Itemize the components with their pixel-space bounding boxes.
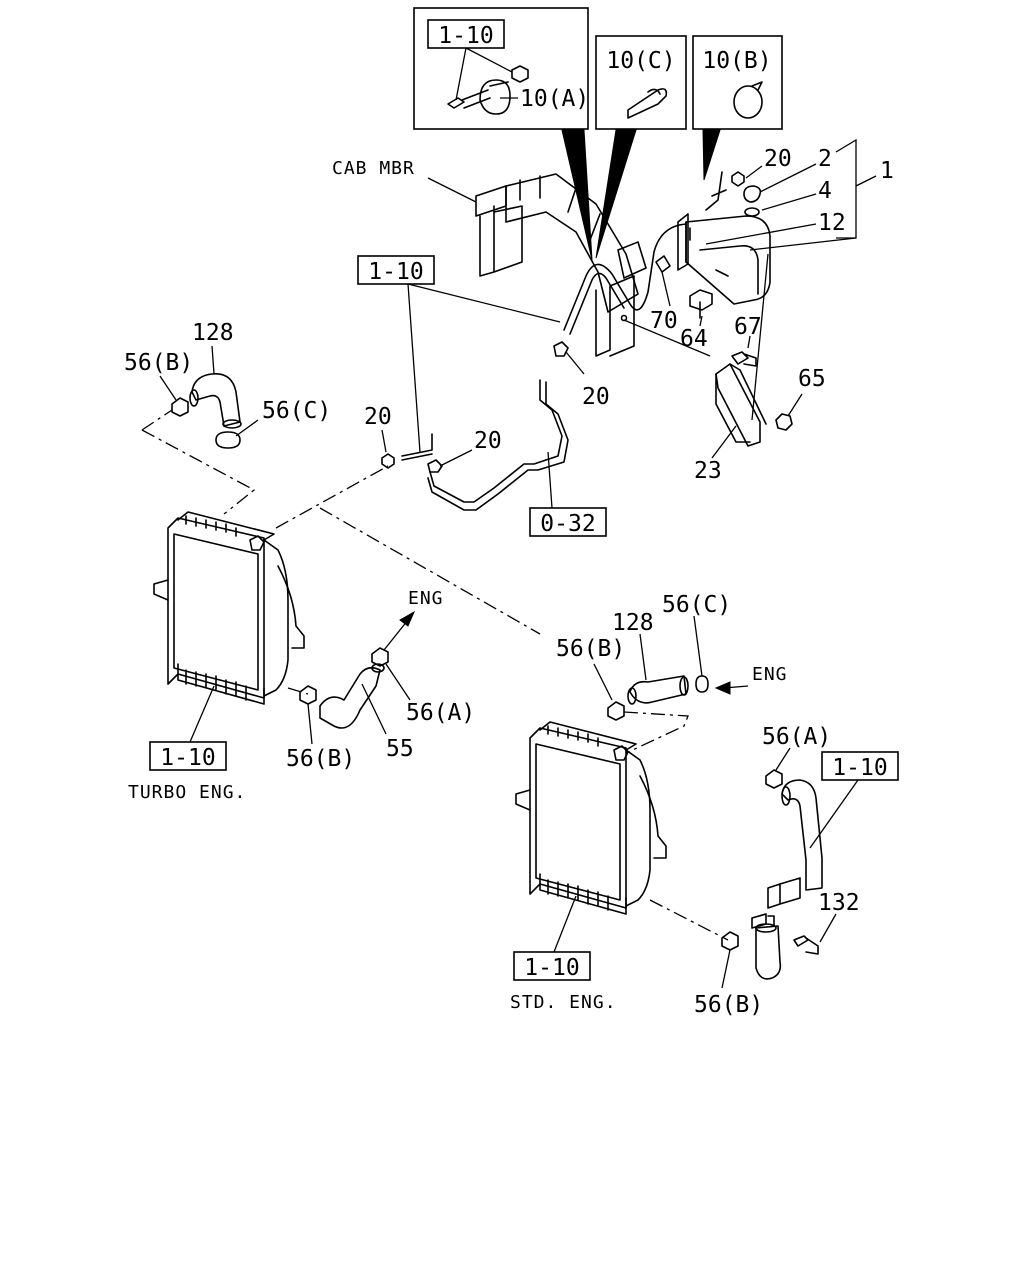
label-70: 70 bbox=[650, 308, 678, 334]
ref-label-turbo: 1-10 bbox=[160, 745, 215, 771]
std-upper-hose: 128 56(C) ENG 56(B) bbox=[556, 592, 788, 755]
label-67: 67 bbox=[734, 314, 762, 340]
label-turbo-eng: TURBO ENG. bbox=[128, 782, 246, 803]
label-clip-a: 10(A) bbox=[520, 86, 589, 112]
label-cab-mbr: CAB MBR bbox=[332, 158, 415, 179]
label-12: 12 bbox=[818, 210, 846, 236]
label-clip-b: 10(B) bbox=[702, 48, 771, 74]
label-eng-turbo: ENG bbox=[408, 588, 444, 609]
reservoir-tank bbox=[677, 171, 771, 305]
upper-hose-assembly: 1-10 20 20 20 0-32 bbox=[357, 255, 610, 537]
ref-label-inset: 1-10 bbox=[438, 23, 493, 49]
cab-member-bracket: CAB MBR bbox=[332, 158, 647, 357]
label-55: 55 bbox=[386, 736, 414, 762]
label-56b-bottom: 56(B) bbox=[694, 992, 763, 1018]
ref-label-upper: 1-10 bbox=[368, 259, 423, 285]
label-1: 1 bbox=[880, 158, 894, 184]
label-20-mid: 20 bbox=[582, 384, 610, 410]
label-132: 132 bbox=[818, 890, 860, 916]
ref-label-std: 1-10 bbox=[524, 955, 579, 981]
label-std-eng: STD. ENG. bbox=[510, 992, 617, 1013]
label-eng-std: ENG bbox=[752, 664, 788, 685]
label-64: 64 bbox=[680, 326, 708, 352]
label-128-right: 128 bbox=[612, 610, 654, 636]
label-56c-right: 56(C) bbox=[662, 592, 731, 618]
inset-panel-clip-a: 1-10 10(A) bbox=[413, 7, 593, 261]
label-2: 2 bbox=[818, 146, 832, 172]
ref-label-0-32: 0-32 bbox=[540, 511, 595, 537]
label-65: 65 bbox=[798, 366, 826, 392]
label-56a-right: 56(A) bbox=[762, 724, 831, 750]
std-radiator: 1-10 STD. ENG. bbox=[510, 721, 729, 1013]
ref-box-right[interactable] bbox=[821, 751, 899, 781]
label-56b-left: 56(B) bbox=[124, 350, 193, 376]
ref-box-0-32[interactable] bbox=[529, 507, 607, 537]
label-clip-c: 10(C) bbox=[606, 48, 675, 74]
label-23: 23 bbox=[694, 458, 722, 484]
upper-right-labels: 20 2 4 12 1 70 64 67 65 23 bbox=[623, 138, 894, 484]
inset-panel-clip-c: 10(C) bbox=[595, 35, 687, 259]
label-20-top: 20 bbox=[764, 146, 792, 172]
tank-bracket bbox=[655, 255, 793, 447]
label-56a-turbo: 56(A) bbox=[406, 700, 475, 726]
left-upper-hose: 128 56(B) 56(C) bbox=[124, 320, 331, 515]
inset-panel-clip-b: 10(B) bbox=[692, 35, 783, 181]
turbo-radiator: 1-10 TURBO ENG. bbox=[128, 465, 541, 803]
turbo-lower-hose: ENG 56(A) 56(B) 55 bbox=[286, 588, 475, 772]
ref-box-turbo[interactable] bbox=[149, 741, 227, 771]
ref-label-right: 1-10 bbox=[832, 755, 887, 781]
label-56c-left: 56(C) bbox=[262, 398, 331, 424]
label-20-left: 20 bbox=[364, 404, 392, 430]
ref-box-std[interactable] bbox=[513, 951, 591, 981]
label-56b-right: 56(B) bbox=[556, 636, 625, 662]
label-128-left: 128 bbox=[192, 320, 234, 346]
std-lower-pipe: 56(A) 1-10 132 56(B) bbox=[694, 724, 899, 1018]
overflow-hose bbox=[563, 223, 721, 335]
label-4: 4 bbox=[818, 178, 832, 204]
label-56b-turbo: 56(B) bbox=[286, 746, 355, 772]
label-20-hose: 20 bbox=[474, 428, 502, 454]
ref-box-upper[interactable] bbox=[357, 255, 435, 285]
